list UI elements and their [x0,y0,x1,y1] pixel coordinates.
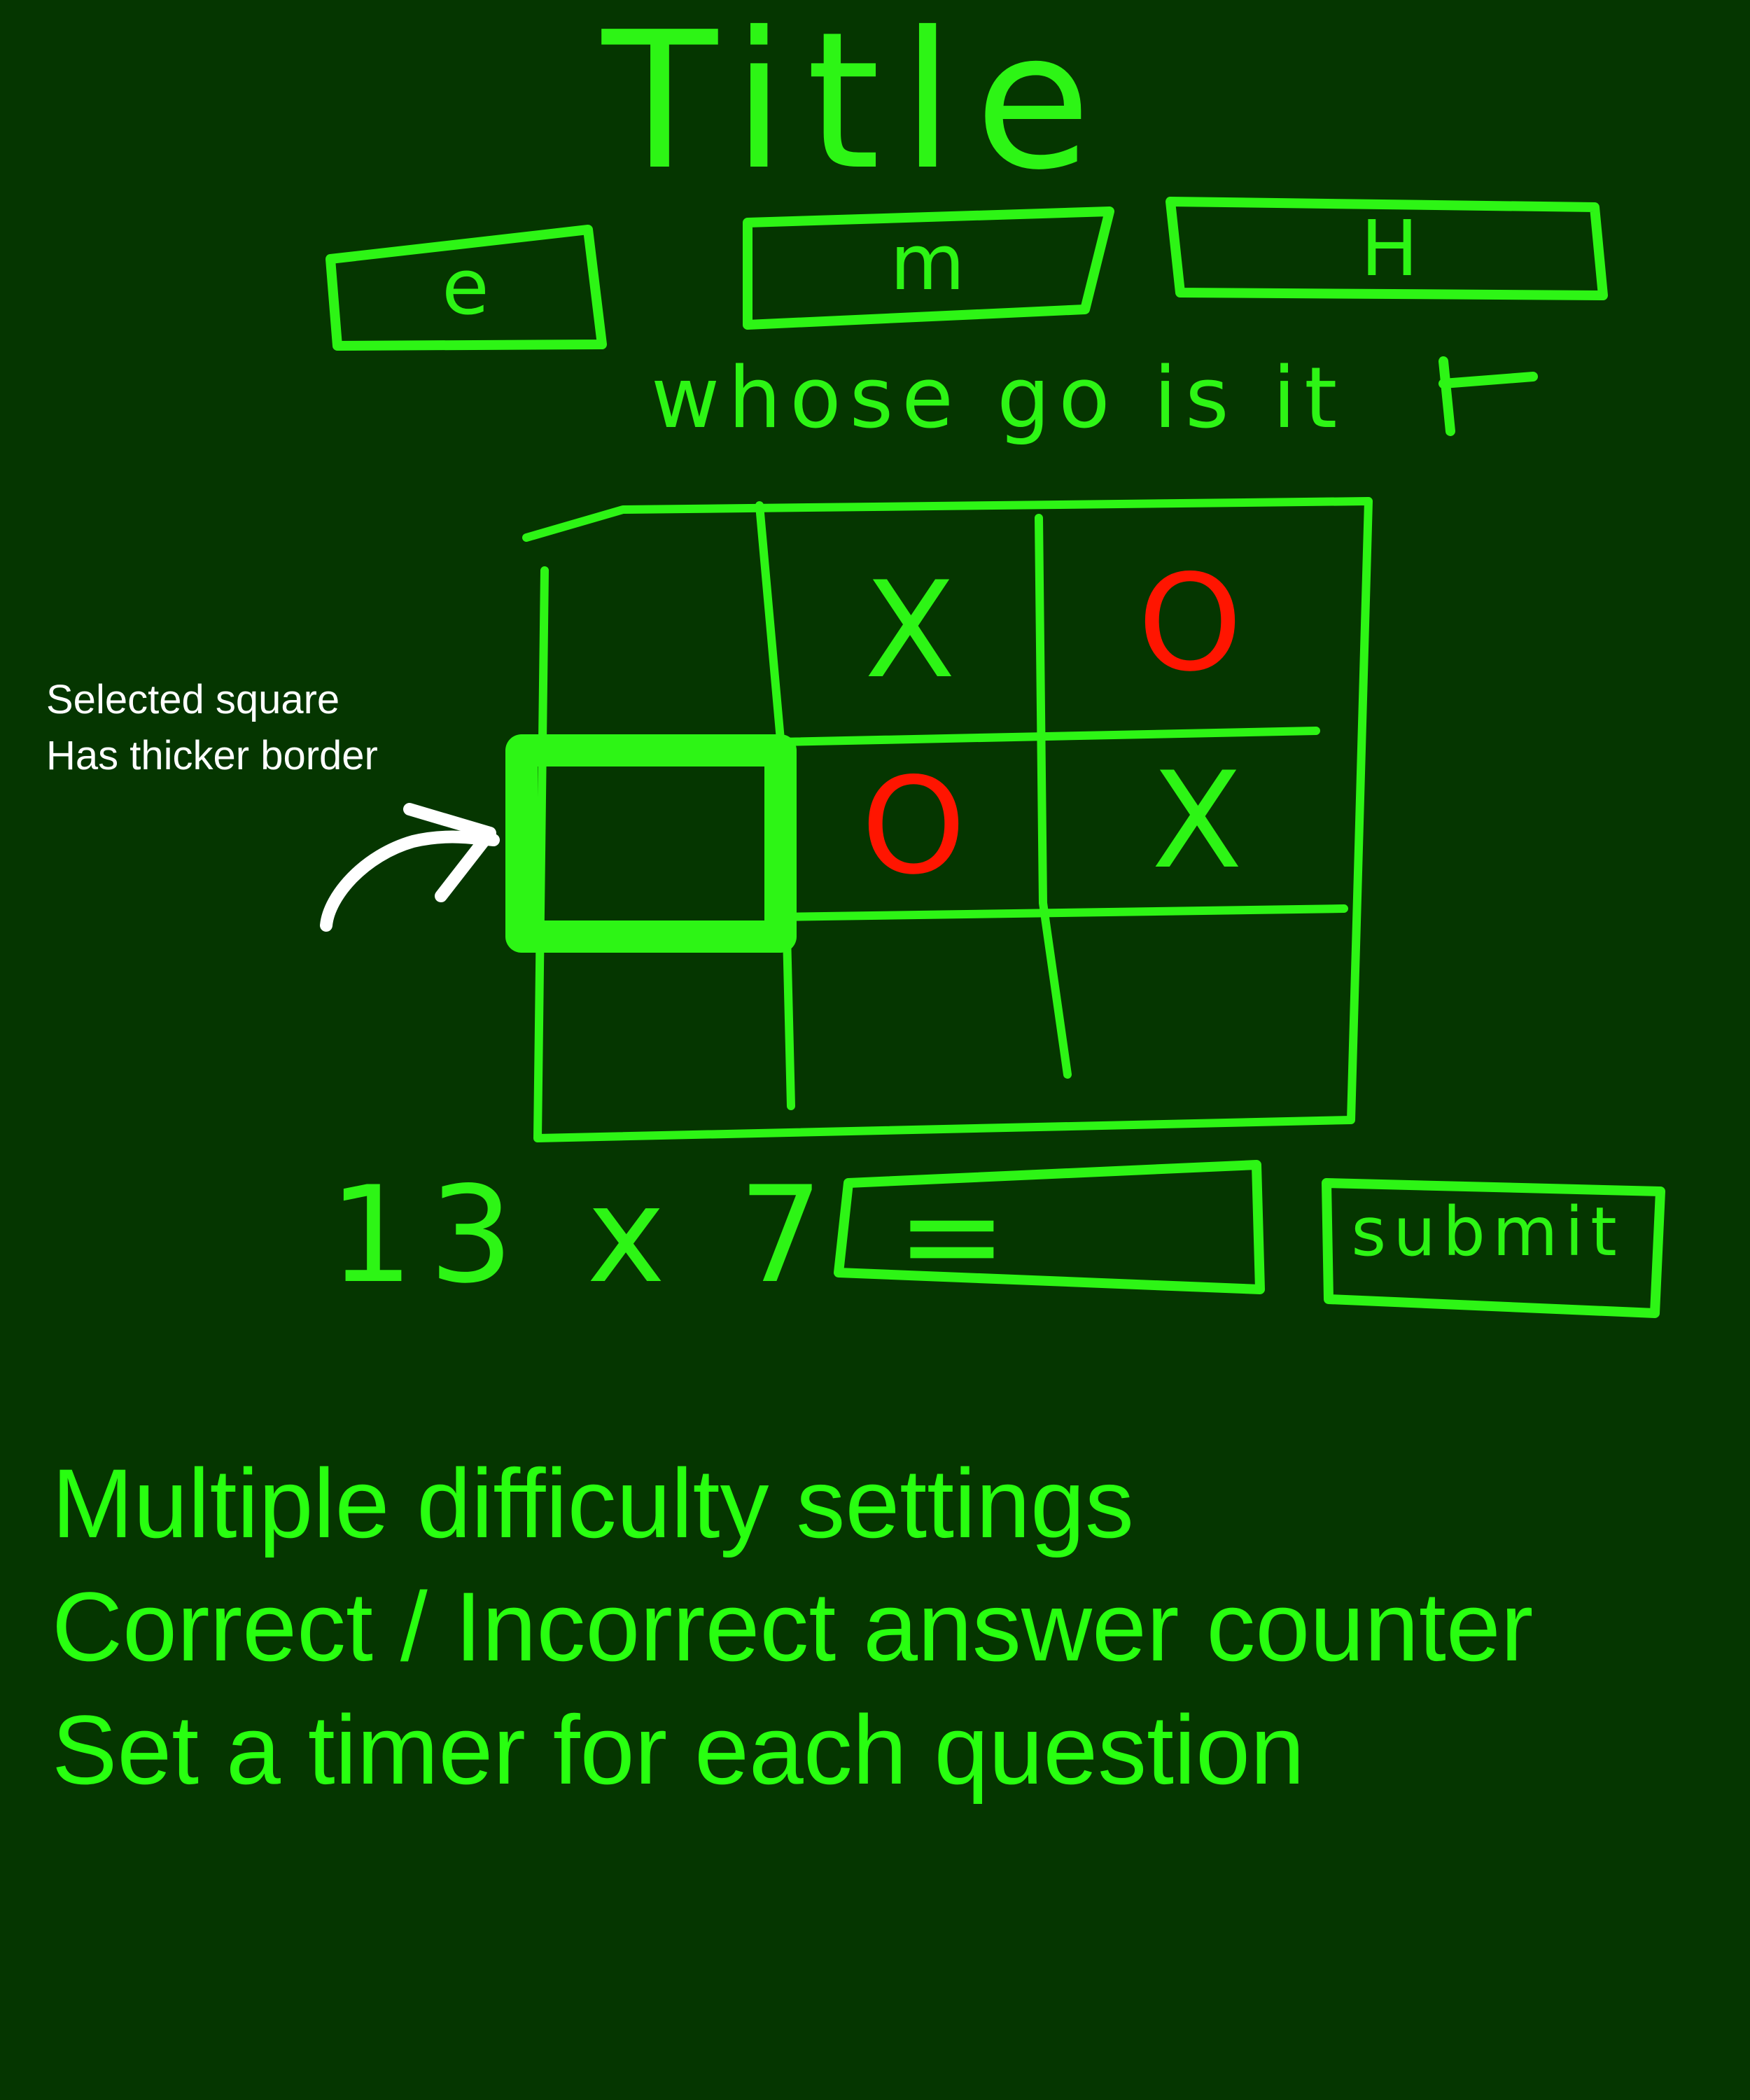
submit-button[interactable]: submit [1320,1172,1656,1292]
board-cell-1[interactable] [546,546,770,742]
board-cell-8[interactable] [794,924,1046,1106]
board-cell-9[interactable] [1057,917,1344,1106]
hard-button[interactable]: H [1176,196,1603,301]
grid-outer-border [522,497,1373,1142]
feature-list: Multiple difficulty settings Correct / I… [52,1442,1533,1812]
annotation-line: Selected square [46,677,340,722]
cell-mark: O [861,748,966,904]
cell-mark: O [1138,545,1242,701]
hard-button-outline [1166,197,1608,300]
submit-button-outline [1322,1178,1665,1318]
board-cell-5[interactable]: O [791,746,1036,906]
board-cell-2[interactable]: X [784,525,1036,735]
page-title: Title [602,0,1112,211]
board-cell-4[interactable] [539,763,763,924]
feature-item: Multiple difficulty settings [52,1448,1134,1558]
easy-button[interactable]: e [329,231,602,343]
answer-input[interactable] [836,1162,1256,1274]
grid-hline-1 [774,727,1320,746]
feature-item: Correct / Incorrect answer counter [52,1572,1534,1681]
grid-vline-2 [1035,514,1072,1079]
feature-item: Set a timer for each question [52,1695,1305,1805]
hard-button-label: H [1360,204,1419,293]
annotation-arrowhead [403,803,496,902]
annotation-line: Has thicker border [46,733,378,778]
grid-hline-2 [774,904,1348,921]
medium-button-outline [743,206,1114,330]
board-cell-3[interactable]: O [1050,518,1330,728]
board-cell-7[interactable] [546,938,784,1113]
turn-text-flourish [1438,356,1538,436]
selected-cell-border [505,734,797,953]
cell-mark: X [1151,743,1243,898]
medium-button[interactable]: m [742,206,1113,318]
annotation-note: Selected square Has thicker border [46,672,378,784]
board-cell-6[interactable]: X [1050,738,1344,903]
turn-indicator: whose go is it [651,350,1346,447]
easy-button-outline [326,225,607,351]
cell-mark: X [864,552,956,708]
submit-button-label: submit [1351,1193,1624,1271]
medium-button-label: m [890,218,965,307]
annotation-arrow [320,830,500,932]
easy-button-label: e [442,242,489,332]
